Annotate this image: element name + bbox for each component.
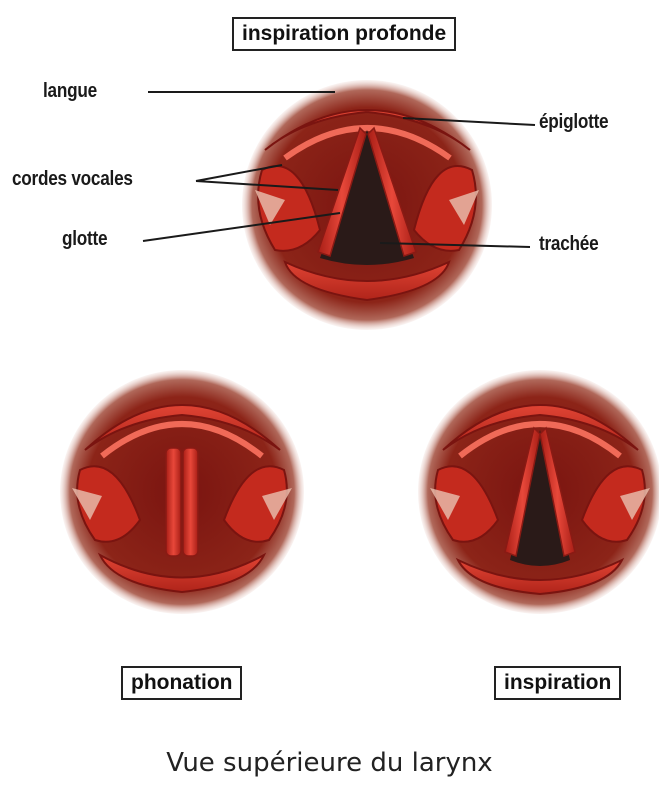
label-cordes-vocales: cordes vocales <box>12 168 133 191</box>
label-epiglotte: épiglotte <box>539 111 608 134</box>
larynx-inspiration <box>418 370 659 614</box>
label-trachee: trachée <box>539 233 598 256</box>
caption: Vue supérieure du larynx <box>0 748 659 778</box>
label-phonation: phonation <box>121 666 242 700</box>
label-glotte: glotte <box>62 228 107 251</box>
title-inspiration-profonde: inspiration profonde <box>232 17 456 51</box>
label-langue: langue <box>43 80 97 103</box>
larynx-phonation <box>60 370 304 614</box>
larynx-deep-inspiration <box>242 80 492 330</box>
label-inspiration: inspiration <box>494 666 621 700</box>
